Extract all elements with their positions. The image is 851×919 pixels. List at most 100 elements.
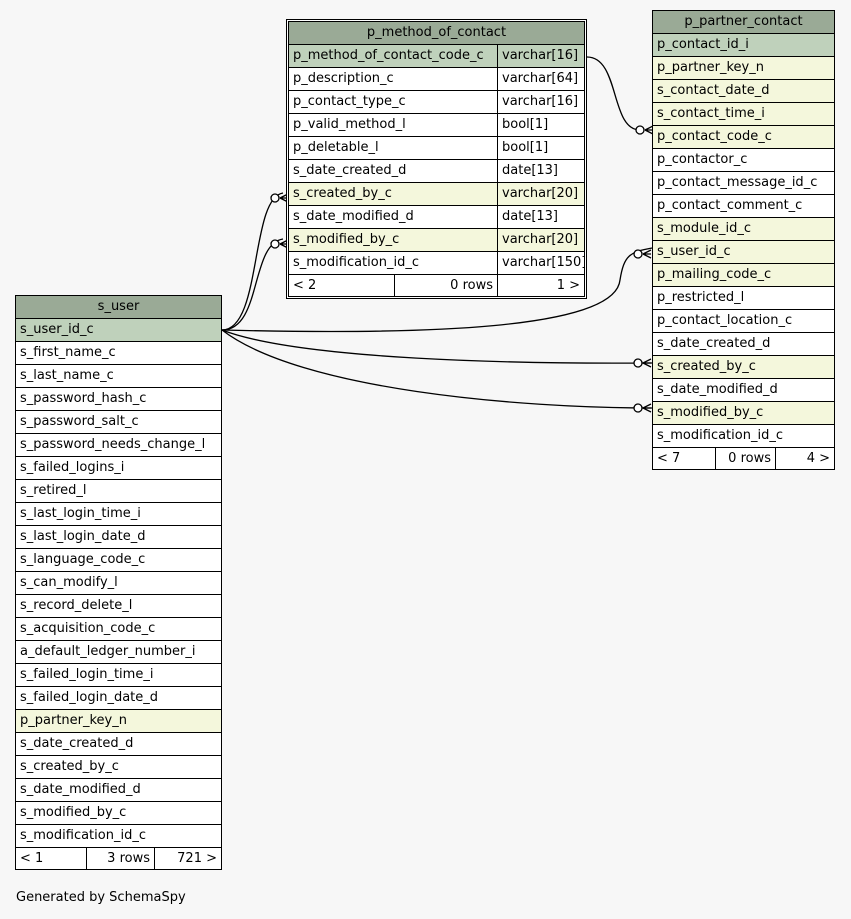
column-row[interactable]: s_created_by_c: [16, 756, 221, 779]
column-row[interactable]: s_record_delete_l: [16, 595, 221, 618]
rel-user-to-method-created-by: [221, 192, 289, 331]
column-row[interactable]: s_failed_logins_i: [16, 457, 221, 480]
parents-count[interactable]: < 2: [293, 278, 317, 293]
column-type: varchar[16]: [497, 45, 584, 67]
column-name: s_date_created_d: [657, 336, 771, 351]
column-row[interactable]: p_partner_key_n: [16, 710, 221, 733]
column-row[interactable]: s_failed_login_time_i: [16, 664, 221, 687]
column-name: s_contact_date_d: [657, 83, 770, 98]
column-row[interactable]: s_modification_id_c: [653, 425, 834, 448]
column-name: s_can_modify_l: [20, 575, 118, 590]
column-name: s_first_name_c: [20, 345, 116, 360]
column-name: p_contact_id_i: [657, 37, 749, 52]
column-name: p_partner_key_n: [657, 60, 764, 75]
column-name: s_modification_id_c: [657, 428, 783, 443]
column-row[interactable]: p_contact_message_id_c: [653, 172, 834, 195]
column-name: p_method_of_contact_code_c: [293, 48, 484, 63]
column-row[interactable]: s_contact_time_i: [653, 103, 834, 126]
column-row[interactable]: s_failed_login_date_d: [16, 687, 221, 710]
column-row[interactable]: p_partner_key_n: [653, 57, 834, 80]
table-title: p_method_of_contact: [289, 22, 584, 45]
column-row[interactable]: s_user_id_c: [16, 319, 221, 342]
column-row[interactable]: s_last_login_date_d: [16, 526, 221, 549]
column-row[interactable]: s_language_code_c: [16, 549, 221, 572]
generator-credit: Generated by SchemaSpy: [16, 890, 186, 905]
column-type: bool[1]: [497, 137, 584, 159]
column-row[interactable]: s_password_needs_change_l: [16, 434, 221, 457]
column-row[interactable]: s_retired_l: [16, 480, 221, 503]
optional-marker: [633, 403, 643, 413]
column-name: s_date_modified_d: [20, 782, 141, 797]
column-name: s_retired_l: [20, 483, 87, 498]
crowfoot-marker: [642, 249, 652, 259]
column-row[interactable]: s_date_created_d: [16, 733, 221, 756]
crowfoot-marker: [642, 403, 652, 413]
column-row[interactable]: s_last_login_time_i: [16, 503, 221, 526]
column-type: bool[1]: [497, 114, 584, 136]
column-row[interactable]: p_valid_method_l bool[1]: [289, 114, 584, 137]
optional-marker: [633, 358, 643, 368]
column-row[interactable]: s_modified_by_c: [16, 802, 221, 825]
column-type: varchar[20]: [497, 183, 584, 205]
rel-user-to-contact-modified-by: [221, 329, 653, 413]
table-p-partner-contact[interactable]: p_partner_contact p_contact_id_i p_partne…: [652, 10, 835, 470]
column-row[interactable]: s_created_by_c: [653, 356, 834, 379]
column-name: s_modified_by_c: [657, 405, 764, 420]
column-type: date[13]: [497, 160, 584, 182]
column-row[interactable]: s_user_id_c: [653, 241, 834, 264]
children-count[interactable]: 4 >: [775, 448, 834, 469]
column-row[interactable]: s_first_name_c: [16, 342, 221, 365]
column-row[interactable]: s_modified_by_c: [653, 402, 834, 425]
column-row[interactable]: s_date_created_d: [653, 333, 834, 356]
column-row[interactable]: s_contact_date_d: [653, 80, 834, 103]
column-type: varchar[20]: [497, 229, 584, 251]
column-row[interactable]: p_contactor_c: [653, 149, 834, 172]
column-name: s_user_id_c: [657, 244, 731, 259]
rel-user-to-contact-created-by: [221, 329, 653, 368]
column-row[interactable]: s_module_id_c: [653, 218, 834, 241]
table-footer: < 7 0 rows 4 >: [653, 448, 834, 469]
column-name: s_date_modified_d: [657, 382, 778, 397]
row-count: 0 rows: [715, 448, 775, 469]
column-row[interactable]: s_password_salt_c: [16, 411, 221, 434]
column-row[interactable]: s_can_modify_l: [16, 572, 221, 595]
column-row[interactable]: s_created_by_c varchar[20]: [289, 183, 584, 206]
table-title: p_partner_contact: [653, 11, 834, 34]
column-row[interactable]: s_last_name_c: [16, 365, 221, 388]
table-footer: < 2 0 rows 1 >: [289, 275, 584, 296]
column-row[interactable]: p_method_of_contact_code_c varchar[16]: [289, 45, 584, 68]
optional-marker: [270, 239, 280, 249]
children-count[interactable]: 721 >: [154, 848, 221, 869]
table-p-method-of-contact[interactable]: p_method_of_contact p_method_of_contact_…: [286, 19, 587, 299]
column-row[interactable]: p_contact_comment_c: [653, 195, 834, 218]
parents-count[interactable]: < 7: [657, 451, 681, 466]
column-row[interactable]: p_contact_code_c: [653, 126, 834, 149]
column-row[interactable]: s_modification_id_c: [16, 825, 221, 848]
column-row[interactable]: p_contact_id_i: [653, 34, 834, 57]
column-name: s_created_by_c: [293, 186, 392, 201]
column-row[interactable]: p_contact_location_c: [653, 310, 834, 333]
column-row[interactable]: s_date_modified_d: [16, 779, 221, 802]
column-name: p_partner_key_n: [20, 713, 127, 728]
column-row[interactable]: s_date_modified_d: [653, 379, 834, 402]
column-name: p_valid_method_l: [293, 117, 406, 132]
column-type: varchar[64]: [497, 68, 584, 90]
parents-count[interactable]: < 1: [20, 851, 44, 866]
column-row[interactable]: s_password_hash_c: [16, 388, 221, 411]
column-name: s_date_modified_d: [293, 209, 414, 224]
children-count[interactable]: 1 >: [497, 275, 584, 296]
column-row[interactable]: a_default_ledger_number_i: [16, 641, 221, 664]
column-name: s_created_by_c: [20, 759, 119, 774]
column-row[interactable]: p_restricted_l: [653, 287, 834, 310]
column-row[interactable]: p_mailing_code_c: [653, 264, 834, 287]
column-row[interactable]: s_acquisition_code_c: [16, 618, 221, 641]
